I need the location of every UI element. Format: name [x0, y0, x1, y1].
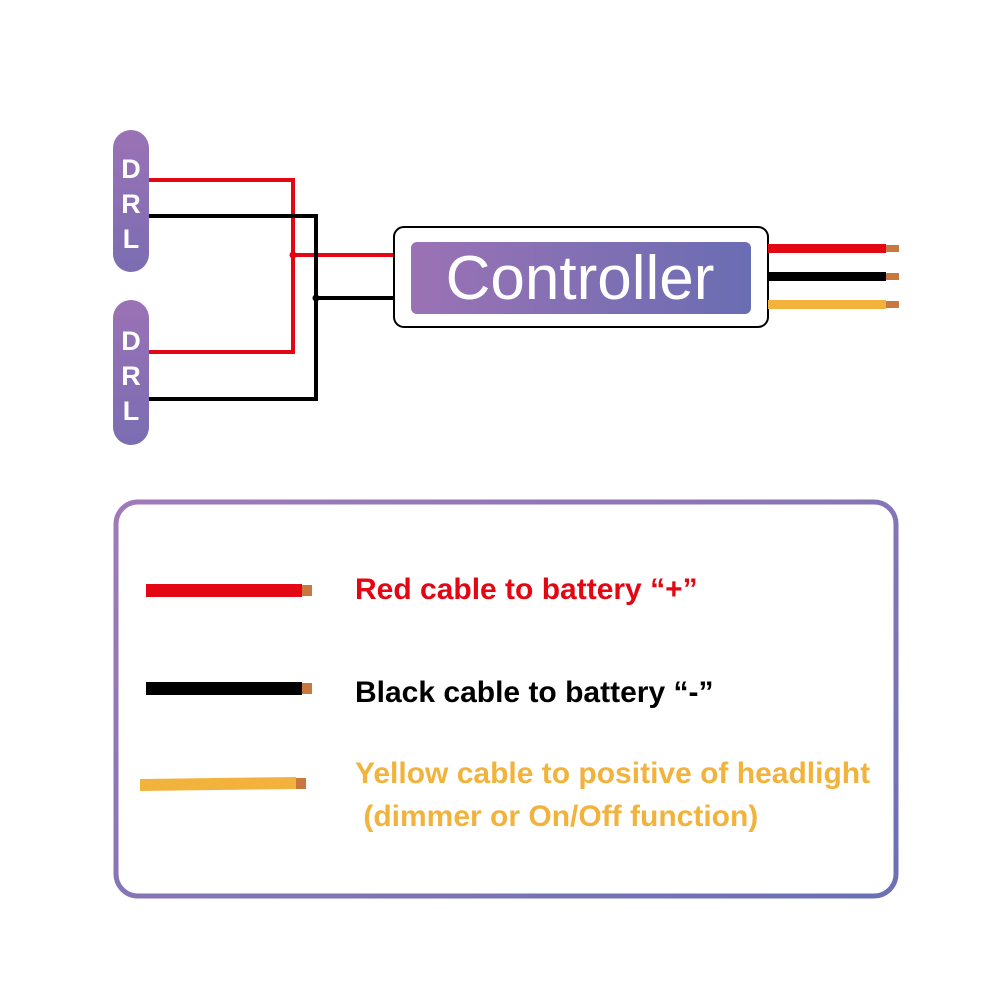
- black-wire-drl-1: [149, 214, 318, 401]
- drl-1-letter-r: R: [121, 189, 141, 219]
- red-wire-drl-1: [149, 178, 295, 354]
- black-junction-dot: [312, 294, 320, 302]
- controller-box: Controller: [393, 226, 769, 328]
- drl-2-letter-d: D: [121, 326, 141, 356]
- drl-2-letter-r: R: [121, 361, 141, 391]
- red-junction-dot: [289, 251, 297, 259]
- output-yellow-cable: [768, 300, 899, 309]
- legend-red-swatch: [146, 584, 312, 597]
- legend-yellow-label-line2: (dimmer or On/Off function): [355, 800, 758, 833]
- output-black-cable: [768, 272, 899, 281]
- legend-black-label: Black cable to battery “-”: [355, 676, 713, 709]
- legend-red-label: Red cable to battery “+”: [355, 573, 698, 606]
- drl-unit-2: D R L: [113, 300, 149, 445]
- legend-panel: [113, 499, 899, 899]
- legend-yellow-label: Yellow cable to positive of headlight: [355, 757, 870, 790]
- output-red-cable: [768, 244, 899, 253]
- controller-label: Controller: [446, 244, 715, 313]
- legend-black-swatch: [146, 682, 312, 695]
- drl-1-letter-d: D: [121, 154, 141, 184]
- drl-1-letter-l: L: [123, 224, 140, 254]
- legend-yellow-swatch: [140, 777, 306, 791]
- drl-2-letter-l: L: [123, 396, 140, 426]
- drl-unit-1: D R L: [113, 130, 149, 272]
